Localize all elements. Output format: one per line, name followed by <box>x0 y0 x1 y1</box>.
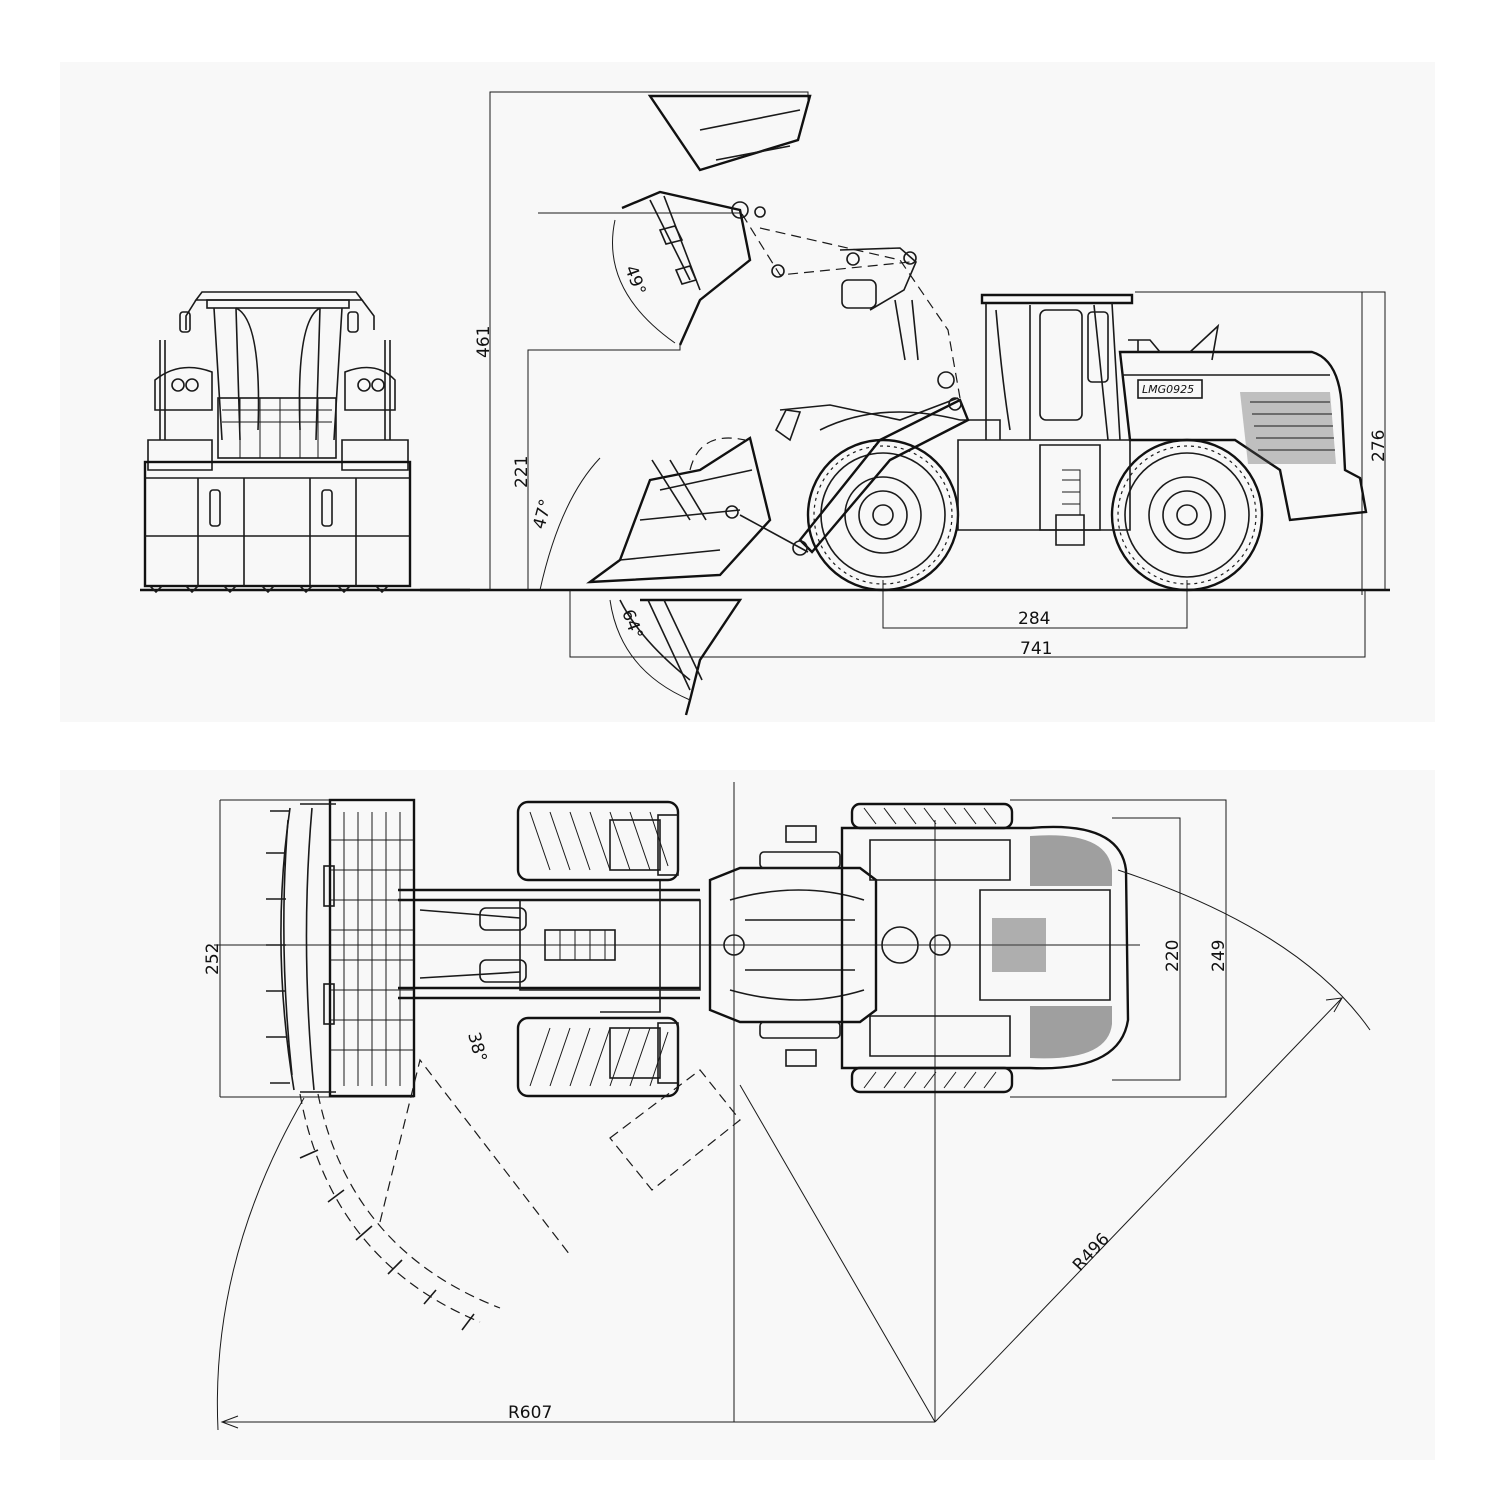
bucket-width-label: 252 <box>203 943 223 975</box>
radius-inner-line-b <box>934 997 1343 1423</box>
radius-inner-line-a <box>739 1084 936 1423</box>
outer-radius-label: R607 <box>508 1403 552 1423</box>
dig-angle-arc <box>609 599 691 701</box>
top-bucket <box>266 798 416 1098</box>
lift-arm-lowered <box>774 371 970 556</box>
bucket-dig <box>619 598 743 716</box>
top-turning-bucket <box>299 1058 741 1331</box>
top-exhaust <box>785 825 817 843</box>
top-bucket-teeth <box>266 810 290 1084</box>
rollback-angle-arc <box>539 457 601 591</box>
body-width-label: 249 <box>1209 940 1229 972</box>
bucket-raised <box>621 94 812 346</box>
track-width-label: 220 <box>1163 940 1183 972</box>
top-turning-teeth <box>299 1149 475 1331</box>
top-lift-arms <box>398 879 701 1013</box>
elevation-panel <box>60 62 1435 722</box>
length-label: 741 <box>1020 639 1052 659</box>
side-view: LMG0925 <box>420 91 1390 716</box>
radius-outer-arc <box>216 1097 305 1431</box>
side-chassis <box>819 411 1131 546</box>
height-max-label: 461 <box>474 326 494 358</box>
radius-inner-arc <box>1117 869 1371 1031</box>
side-cab <box>980 293 1134 441</box>
brand-text: LMG0925 <box>1142 383 1194 396</box>
plan-panel <box>60 770 1435 1460</box>
height-cab-label: 276 <box>1369 430 1389 462</box>
bucket-lowered <box>586 436 809 584</box>
top-articulation <box>708 825 878 1067</box>
top-front-tyres <box>516 800 680 1098</box>
dump-angle-arc <box>612 219 676 344</box>
top-rear-body <box>840 802 1130 1094</box>
front-bucket <box>143 460 412 588</box>
height-pin-label: 221 <box>512 456 532 488</box>
top-view <box>214 782 1371 1431</box>
front-view <box>140 291 470 594</box>
lift-arm-raised <box>741 213 961 399</box>
side-engine-hood: LMG0925 <box>1118 323 1368 522</box>
wheelbase-label: 284 <box>1018 609 1050 629</box>
